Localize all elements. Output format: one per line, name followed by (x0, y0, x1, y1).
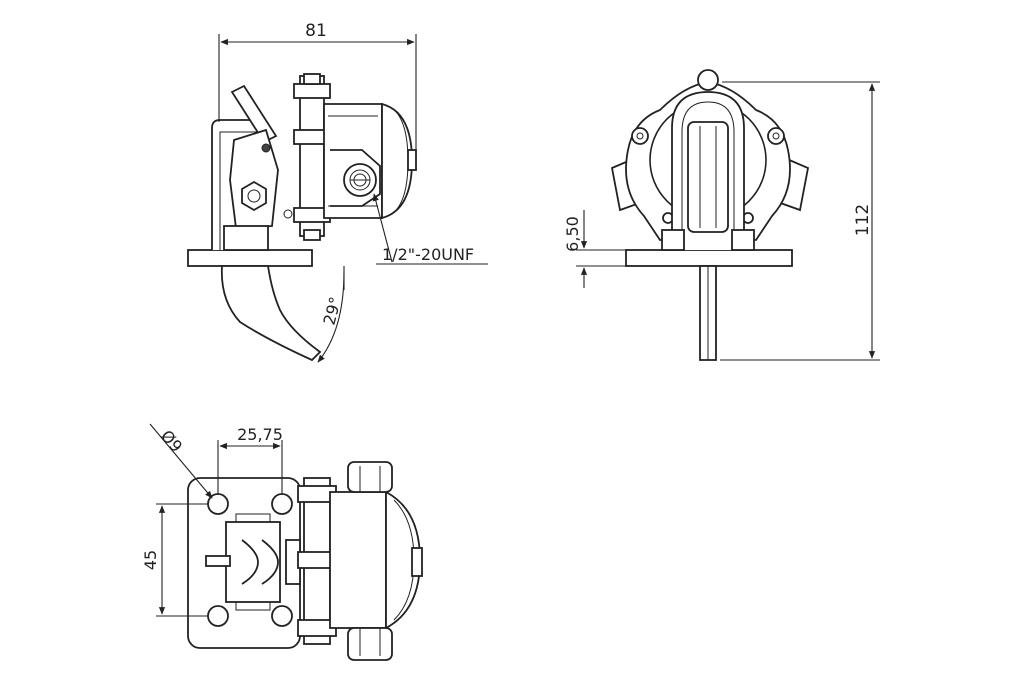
top-view: 25,75 45 Ø9 (141, 423, 423, 661)
side-hex-nut (241, 180, 267, 212)
side-base-block (223, 225, 269, 251)
top-port-upper (347, 461, 393, 493)
side-lever (230, 84, 278, 144)
front-view: 112 6,50 (563, 69, 880, 361)
top-hole-3 (207, 605, 229, 627)
top-hole-4 (271, 605, 293, 627)
dim-112-label: 112 (853, 204, 873, 236)
side-base-plate (187, 249, 313, 267)
angle-arc (317, 271, 345, 363)
front-base-plate (625, 249, 793, 267)
hole-leader (149, 423, 213, 499)
front-bolt-hole-right (767, 127, 785, 145)
front-center-lever (687, 121, 729, 233)
dim-45-label: 45 (141, 550, 160, 570)
top-port-lower (347, 627, 393, 661)
side-view: 81 1/2"-20UNF 29° (187, 21, 488, 363)
angle-label: 29° (320, 295, 346, 327)
top-pump-body (329, 491, 387, 629)
front-bolt-hole-left (631, 127, 649, 145)
thread-label: 1/2"-20UNF (382, 245, 474, 264)
dim-2575-label: 25,75 (237, 425, 283, 444)
dim-81-label: 81 (305, 21, 327, 41)
side-lower-arm (220, 265, 322, 362)
top-hole-2 (271, 493, 293, 515)
dim-650-label: 6,50 (563, 216, 582, 252)
side-cam-plate (229, 128, 279, 229)
hole-dia-label: Ø9 (157, 426, 186, 456)
